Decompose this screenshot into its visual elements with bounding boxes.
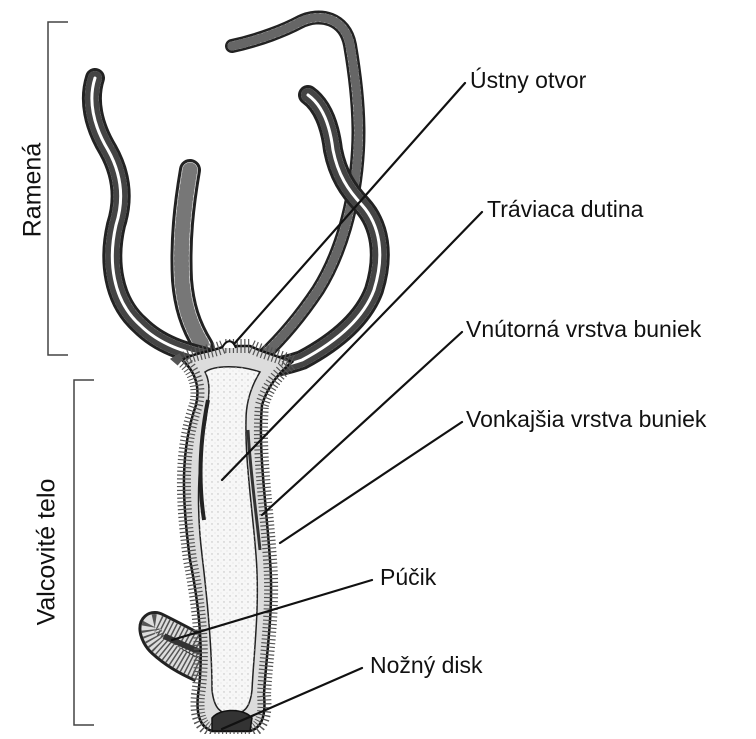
leader-outer-layer bbox=[280, 422, 462, 543]
leader-mouth bbox=[234, 83, 465, 344]
bud-shape bbox=[151, 624, 205, 670]
label-gut: Tráviaca dutina bbox=[487, 196, 644, 222]
tentacle-middle bbox=[181, 170, 203, 346]
label-mouth: Ústny otvor bbox=[470, 67, 587, 93]
foot-disk bbox=[212, 711, 252, 732]
tentacles bbox=[92, 17, 380, 370]
arms-label: Ramená bbox=[19, 143, 47, 238]
hydra-body bbox=[151, 341, 292, 731]
body-bracket bbox=[74, 380, 94, 725]
arms-bracket bbox=[48, 22, 68, 355]
label-bud: Púčik bbox=[380, 564, 437, 590]
label-foot: Nožný disk bbox=[370, 652, 483, 678]
label-outer-layer: Vonkajšia vrstva buniek bbox=[466, 406, 707, 432]
body-label: Valcovité telo bbox=[33, 479, 61, 626]
labels: Ústny otvor Tráviaca dutina Vnútorná vrs… bbox=[370, 67, 707, 678]
label-inner-layer: Vnútorná vrstva buniek bbox=[466, 316, 702, 342]
